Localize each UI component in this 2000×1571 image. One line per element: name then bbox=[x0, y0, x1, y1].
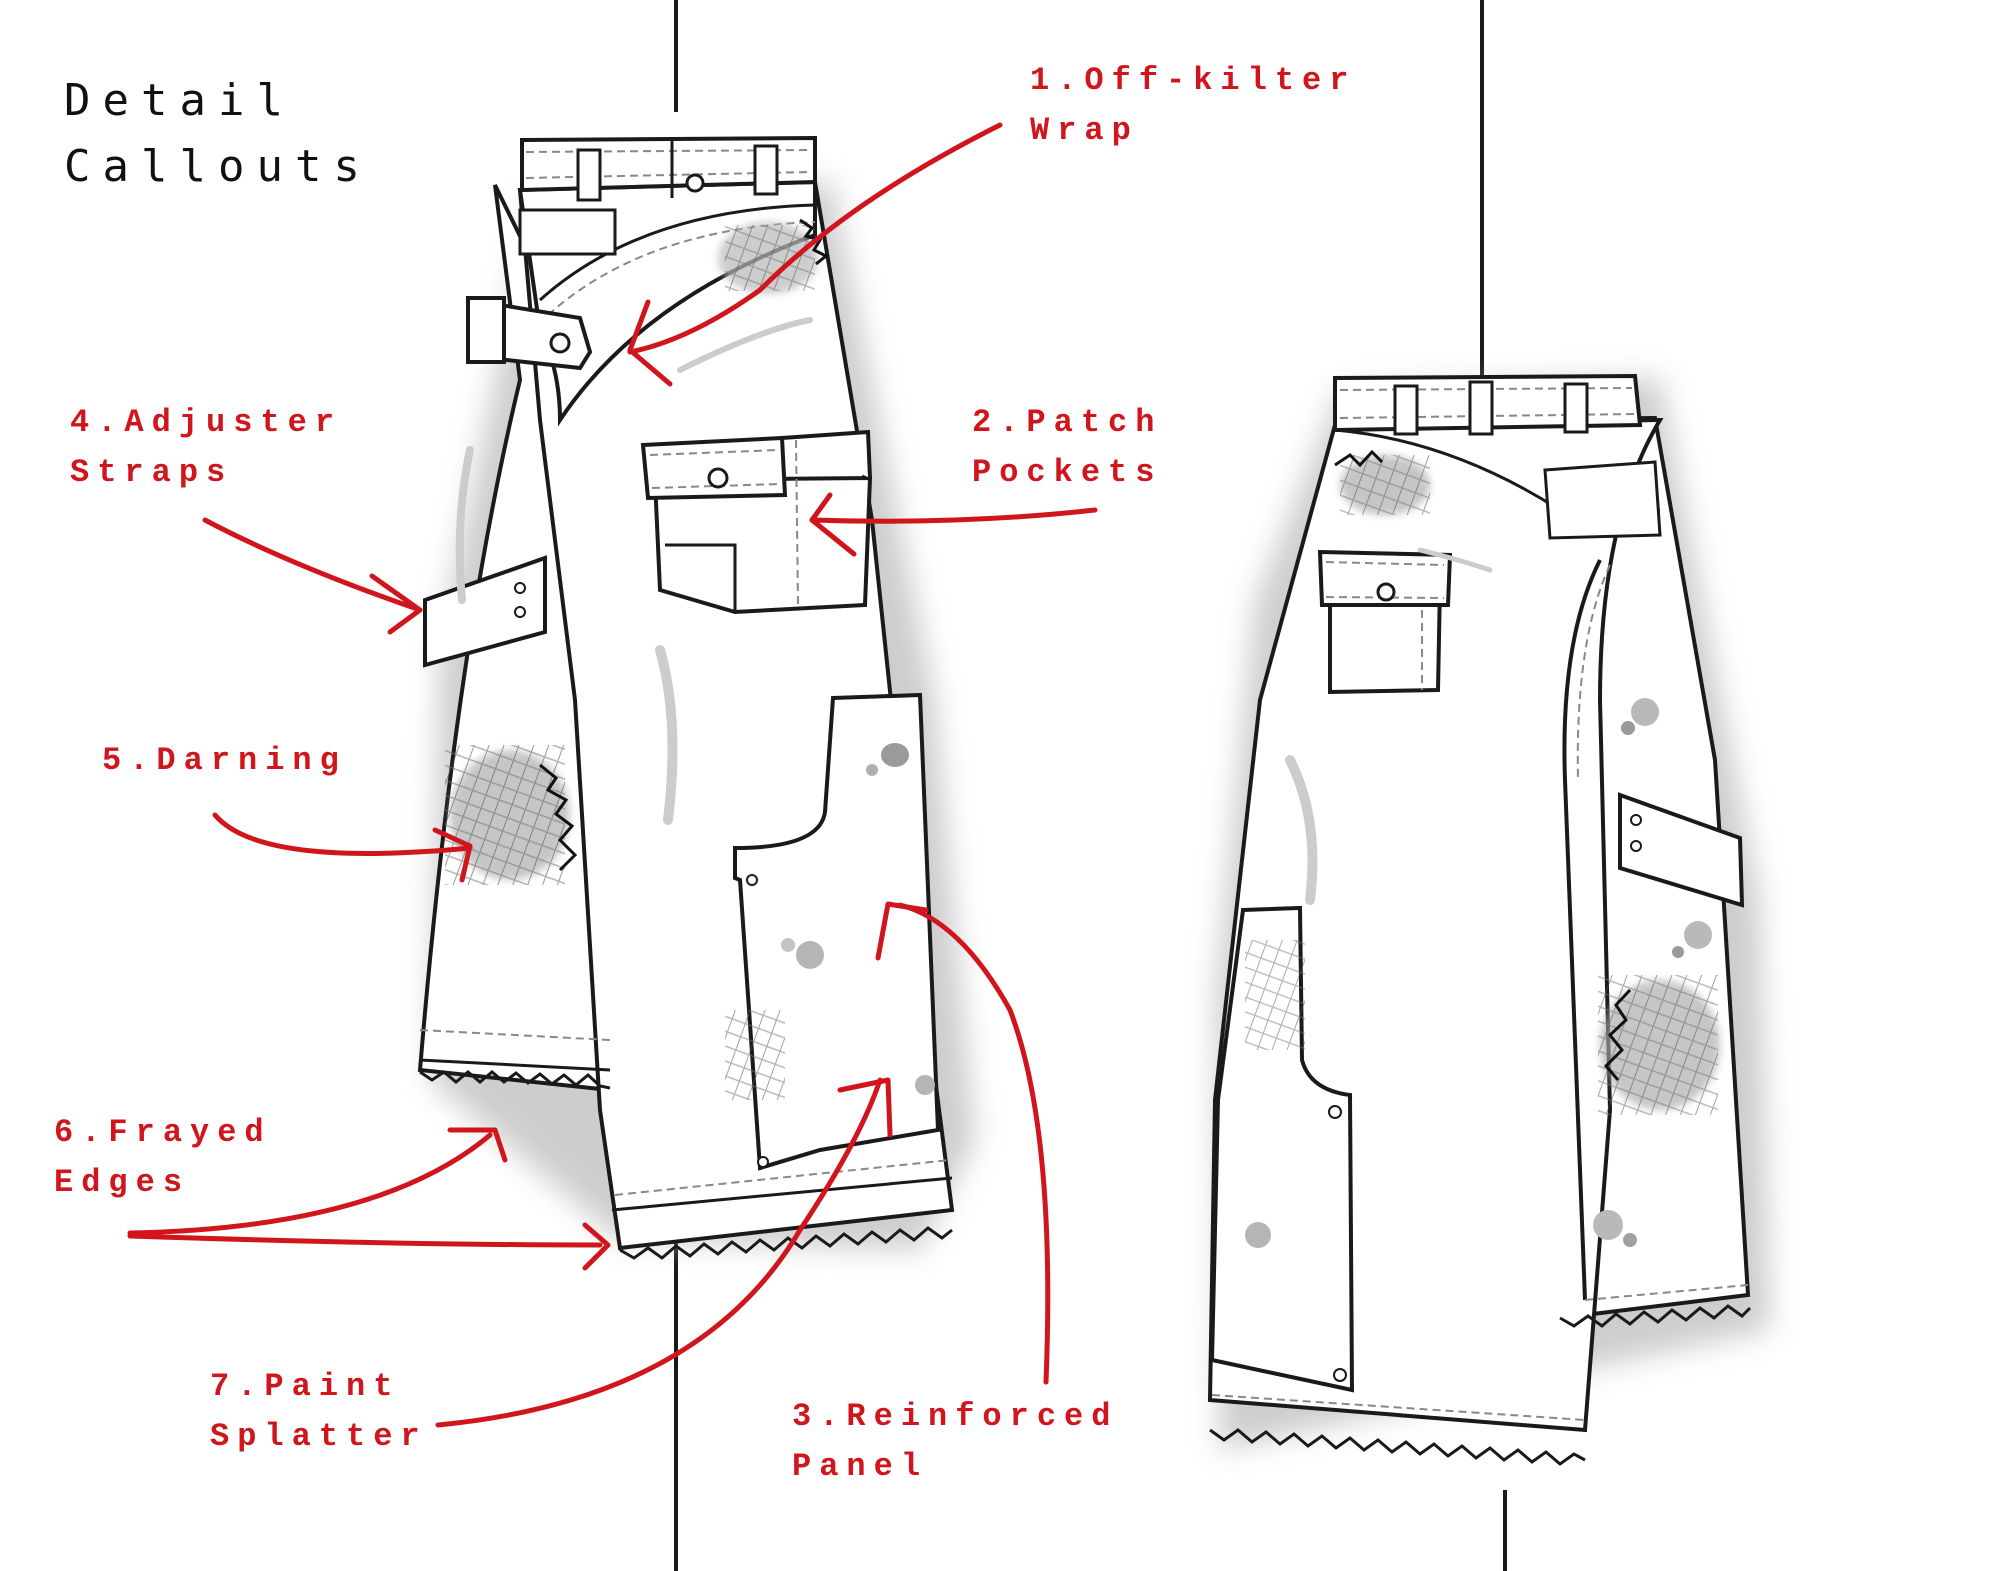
callout-arrows bbox=[127, 122, 1098, 1428]
callout-paint-splatter: 7.Paint Splatter bbox=[210, 1362, 428, 1462]
callout-label: 7.Paint bbox=[210, 1368, 401, 1405]
title-line-1: Detail bbox=[64, 75, 295, 126]
callout-frayed-edges: 6.Frayed Edges bbox=[54, 1108, 272, 1208]
callout-label: Panel bbox=[792, 1448, 929, 1485]
back-patch-pocket bbox=[1317, 549, 1453, 695]
callout-label: Pockets bbox=[972, 454, 1163, 491]
front-reinforced-panel bbox=[725, 692, 941, 1171]
arrow-off-kilter-wrap bbox=[627, 122, 1003, 355]
callout-label: Splatter bbox=[210, 1418, 428, 1455]
callout-label: 6.Frayed bbox=[54, 1114, 272, 1151]
callout-label: Straps bbox=[70, 454, 234, 491]
arrow-adjuster-straps bbox=[202, 517, 423, 613]
callout-label: 1.Off-kilter bbox=[1030, 62, 1357, 99]
arrow-reinforced-panel bbox=[897, 902, 1051, 1385]
arrow-paint-splatter bbox=[435, 1077, 883, 1428]
callout-darning: 5.Darning bbox=[102, 736, 347, 786]
background-divider-lines bbox=[674, 0, 1507, 1571]
callout-label: 3.Reinforced bbox=[792, 1398, 1119, 1435]
arrow-frayed-edges-2 bbox=[127, 1233, 603, 1248]
front-adjuster-strap bbox=[423, 555, 547, 668]
front-patch-pocket bbox=[640, 429, 873, 615]
back-reinforced-panel bbox=[1209, 905, 1355, 1393]
front-view-skirt bbox=[417, 135, 975, 1260]
arrow-patch-pockets bbox=[809, 507, 1098, 524]
back-adjuster-strap bbox=[1618, 792, 1745, 908]
back-view-skirt bbox=[1207, 373, 1770, 1466]
callout-patch-pockets: 2.Patch Pockets bbox=[972, 398, 1162, 498]
callout-label: Wrap bbox=[1030, 112, 1139, 149]
title-line-2: Callouts bbox=[64, 141, 372, 192]
callout-label: 5.Darning bbox=[102, 742, 347, 779]
callout-label: 4.Adjuster bbox=[70, 404, 343, 441]
arrow-darning bbox=[212, 812, 473, 856]
callout-label: 2.Patch bbox=[972, 404, 1163, 441]
callout-adjuster-straps: 4.Adjuster Straps bbox=[70, 398, 342, 498]
arrow-frayed-edges-1 bbox=[127, 1132, 493, 1236]
callout-off-kilter-wrap: 1.Off-kilter Wrap bbox=[1030, 56, 1356, 156]
page-title: Detail Callouts bbox=[64, 68, 372, 200]
callout-label: Edges bbox=[54, 1164, 191, 1201]
callout-reinforced-panel: 3.Reinforced Panel bbox=[792, 1392, 1118, 1492]
